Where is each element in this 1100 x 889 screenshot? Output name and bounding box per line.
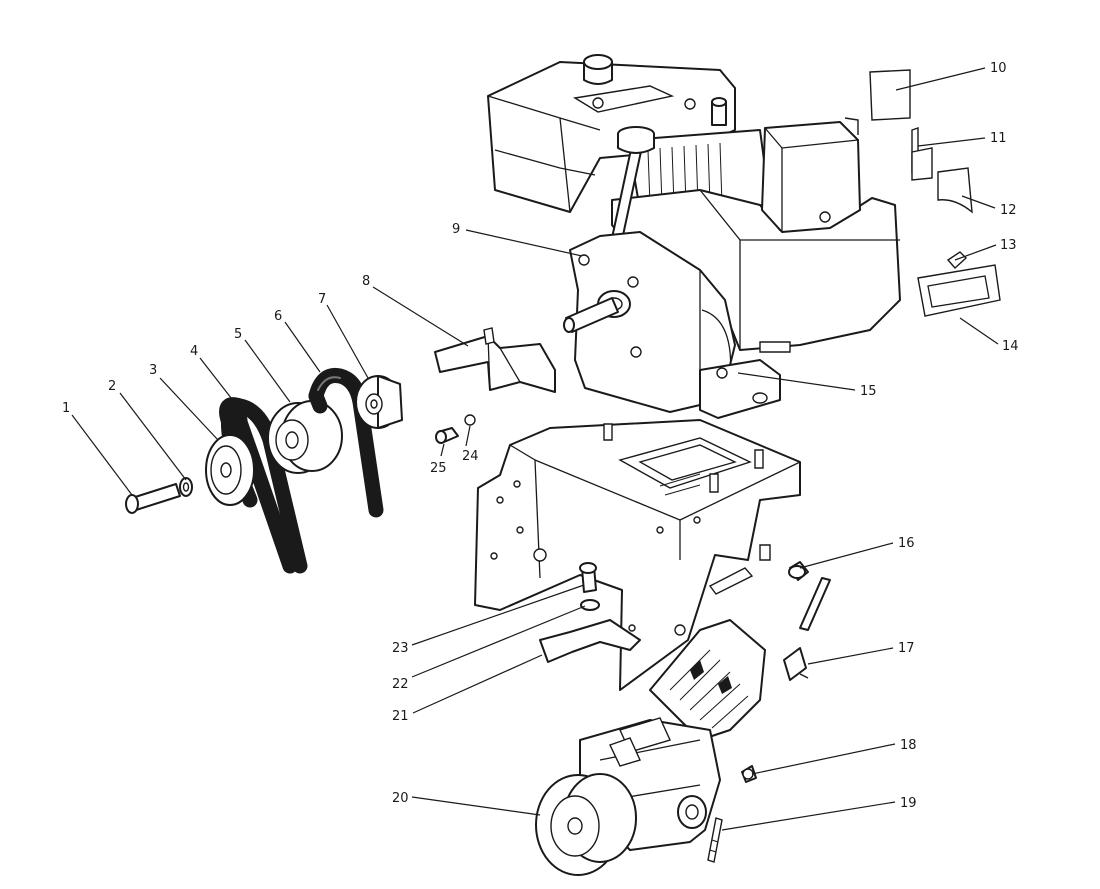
callout-12: 12 (1000, 203, 1017, 218)
callout-10: 10 (990, 61, 1007, 76)
fitting-13 (946, 251, 968, 269)
mounting-frame (474, 419, 801, 691)
callout-17: 17 (898, 641, 915, 656)
callout-1: 1 (62, 401, 70, 416)
washer-24 (464, 414, 476, 426)
leader-lines (71, 67, 999, 831)
callout-11: 11 (990, 131, 1007, 146)
decals (869, 69, 1001, 317)
callout-15: 15 (860, 384, 877, 399)
callout-22: 22 (392, 677, 409, 692)
callout-14: 14 (1002, 339, 1019, 354)
callout-2: 2 (108, 379, 116, 394)
cable-19 (707, 817, 723, 863)
callout-24: 24 (462, 449, 479, 464)
callout-19: 19 (900, 796, 917, 811)
callout-18: 18 (900, 738, 917, 753)
callout-16: 16 (898, 536, 915, 551)
callout-3: 3 (149, 363, 157, 378)
bracket-8 (434, 335, 556, 393)
bracket-21 (539, 619, 641, 663)
callout-5: 5 (234, 327, 242, 342)
engine-assembly (487, 54, 901, 419)
washer-22 (580, 599, 600, 611)
pulley-assembly (125, 367, 403, 574)
cable-17 (799, 577, 831, 631)
callout-4: 4 (190, 344, 198, 359)
belt-guide-bracket (434, 327, 556, 444)
callout-labels: 1 2 3 4 5 6 7 8 9 10 11 12 13 14 15 16 1… (62, 61, 1019, 811)
callout-13: 13 (1000, 238, 1017, 253)
decal-11-label (911, 147, 933, 181)
bolt-1 (131, 483, 181, 511)
callout-23: 23 (392, 641, 409, 656)
decal-12 (937, 167, 973, 214)
gearbox-assembly (535, 619, 766, 876)
callout-8: 8 (362, 274, 370, 289)
callout-25: 25 (430, 461, 447, 476)
callout-20: 20 (392, 791, 409, 806)
callout-7: 7 (318, 292, 326, 307)
decal-10 (869, 69, 911, 121)
decal-14 (917, 264, 1001, 317)
callout-21: 21 (392, 709, 409, 724)
callout-6: 6 (274, 309, 282, 324)
callout-9: 9 (452, 222, 460, 237)
